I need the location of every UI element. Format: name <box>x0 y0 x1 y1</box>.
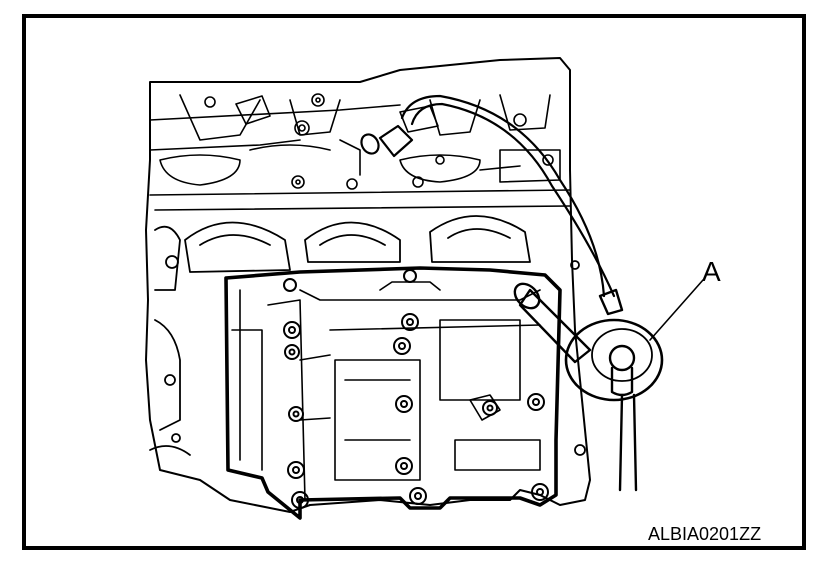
bolt <box>409 487 427 505</box>
crankshaft-bays <box>149 215 586 456</box>
callout-label-a: A <box>702 256 721 287</box>
socket-extension <box>513 282 592 364</box>
bolt <box>531 483 549 501</box>
bolt <box>395 457 413 475</box>
bolt <box>527 393 545 411</box>
wrench-handle <box>618 393 638 492</box>
cylinder-head <box>149 93 571 211</box>
bolt <box>291 491 309 509</box>
balancer-assembly <box>224 266 562 520</box>
callout-leader-line <box>649 279 704 341</box>
bolt <box>283 278 297 292</box>
angle-wrench-tool <box>564 288 664 492</box>
bolt <box>401 313 419 331</box>
bolt <box>393 337 411 355</box>
engine-block-outline <box>145 57 591 513</box>
bolt <box>288 406 304 422</box>
bolt <box>283 321 301 339</box>
bolt <box>287 461 305 479</box>
bolts <box>283 269 549 509</box>
figure-code: ALBIA0201ZZ <box>648 524 762 544</box>
stopper-rod <box>360 94 616 298</box>
bolt <box>395 395 413 413</box>
bolt <box>482 400 498 416</box>
angle-gauge-dial <box>564 318 664 402</box>
bolt <box>403 269 417 283</box>
bolt <box>284 344 300 360</box>
